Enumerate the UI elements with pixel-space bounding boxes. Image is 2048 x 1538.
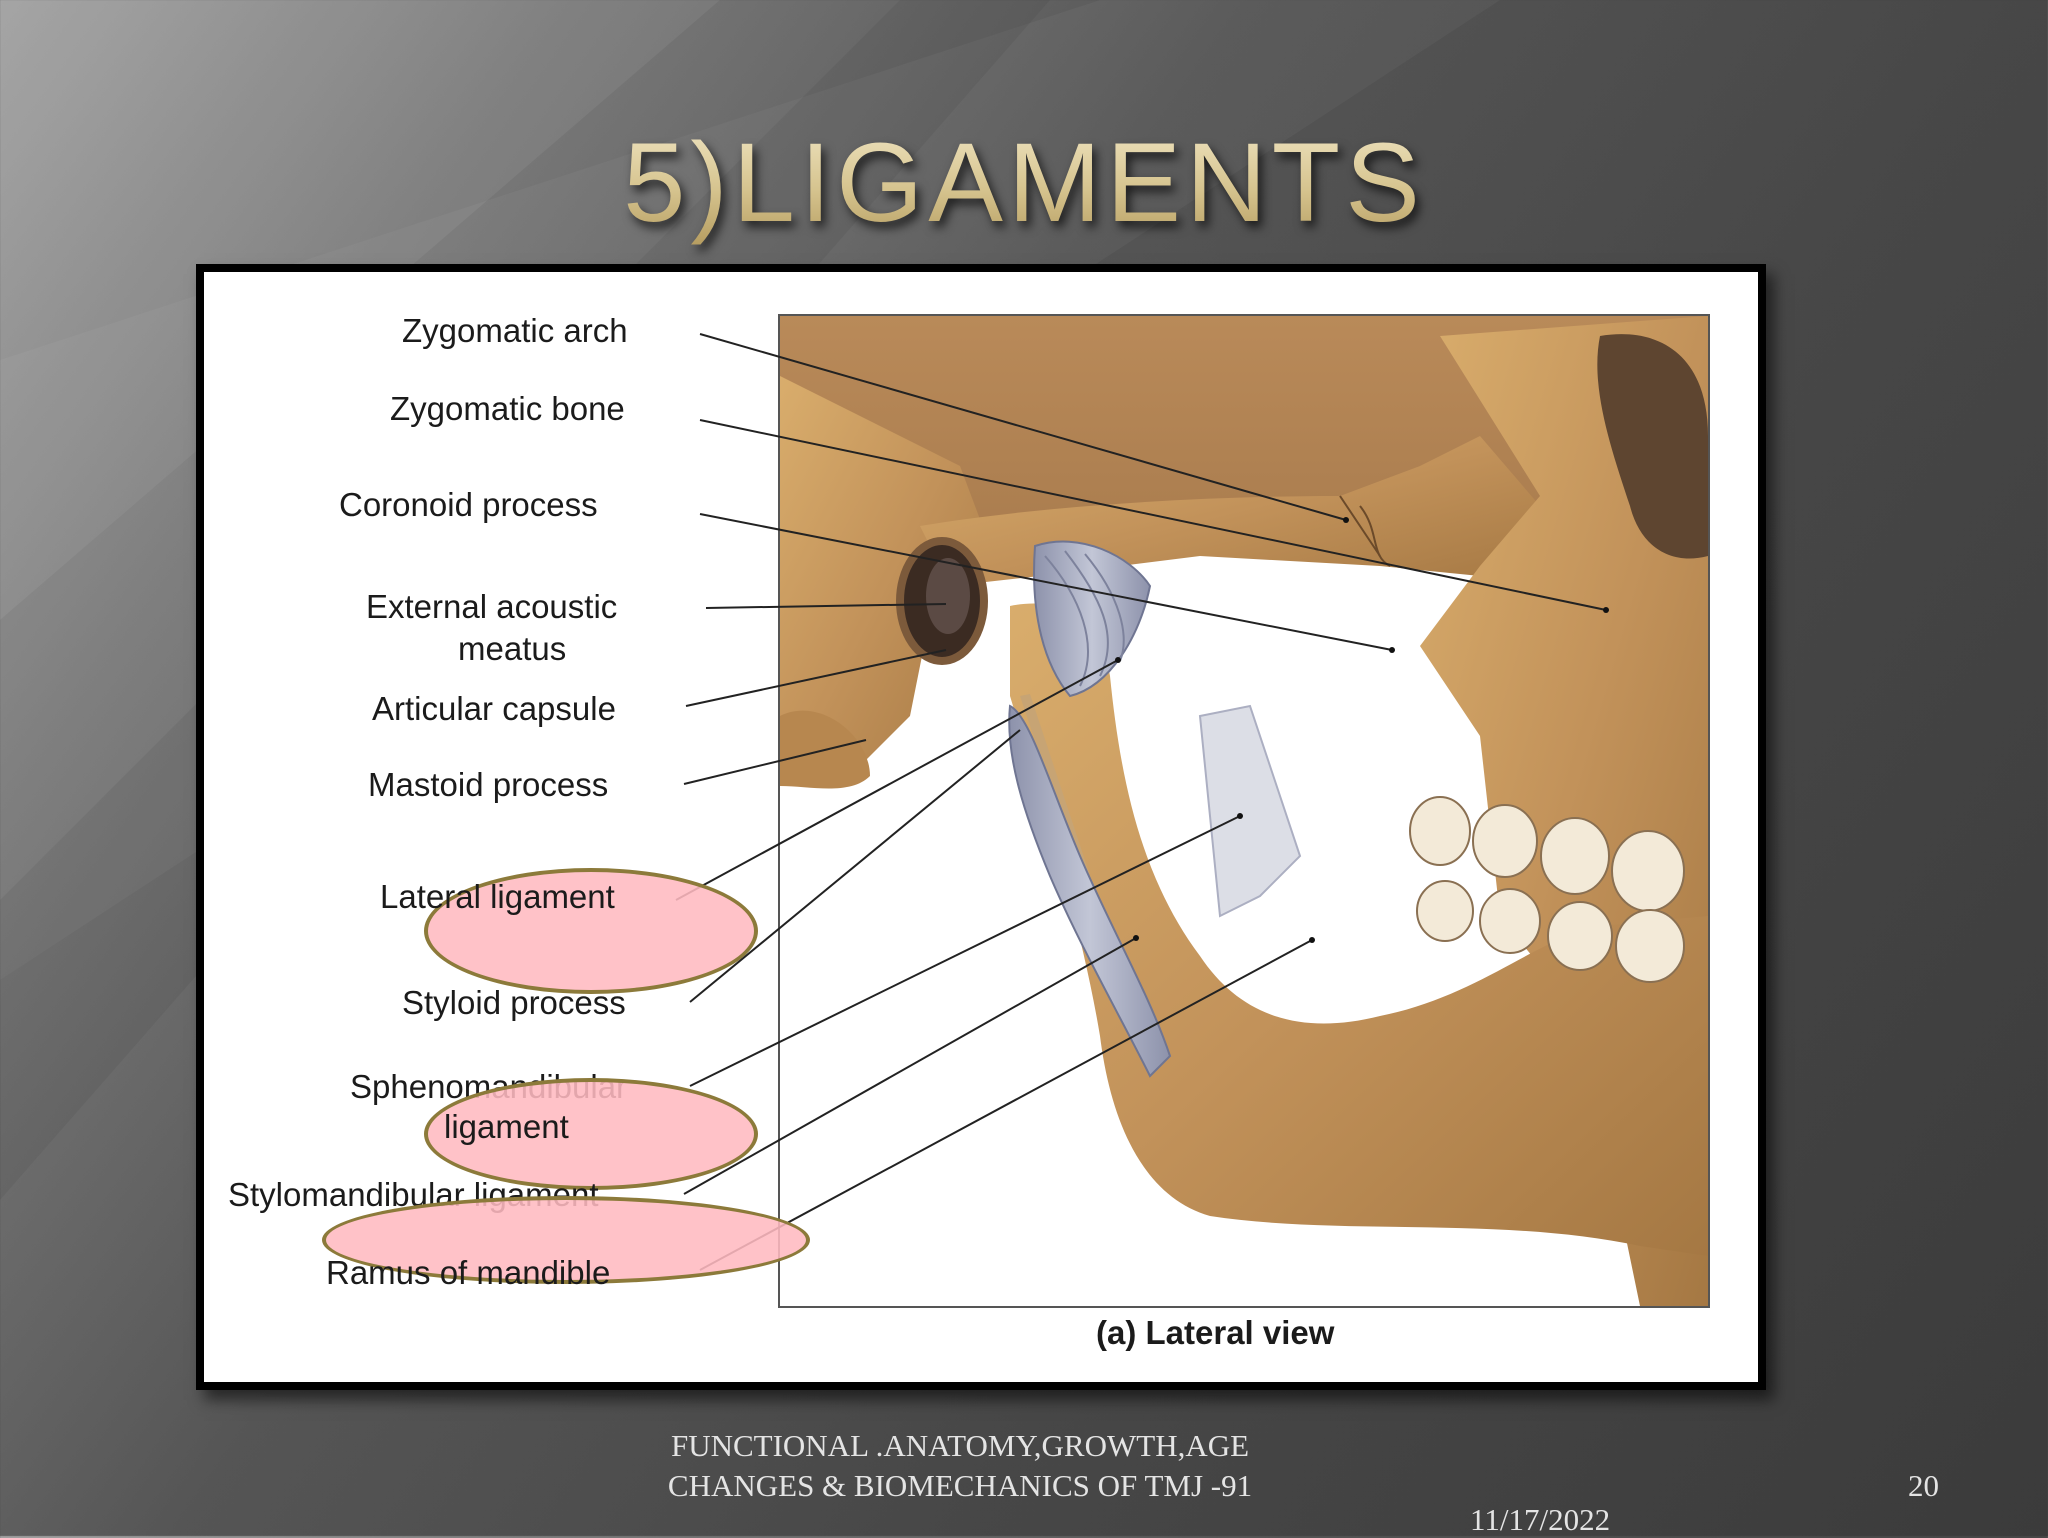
- footer-title: FUNCTIONAL .ANATOMY,GROWTH,AGE CHANGES &…: [610, 1426, 1310, 1506]
- skull-drawing: [780, 316, 1708, 1306]
- page-number: 20: [1908, 1468, 1939, 1503]
- footer-date: 11/17/2022: [1470, 1502, 1611, 1537]
- label-ramus-of-mandible: Ramus of mandible: [326, 1254, 611, 1291]
- highlight-lateral-ligament: [424, 868, 758, 994]
- label-zygomatic-arch: Zygomatic arch: [402, 312, 628, 349]
- footer-line-2: CHANGES & BIOMECHANICS OF TMJ -91: [667, 1468, 1253, 1503]
- footer-line-1: FUNCTIONAL .ANATOMY,GROWTH,AGE: [670, 1428, 1250, 1463]
- label-zygomatic-bone: Zygomatic bone: [390, 390, 625, 427]
- label-sphenomandibular-ligament: ligament: [444, 1108, 569, 1145]
- label-coronoid-process: Coronoid process: [339, 486, 598, 523]
- label-styloid-process: Styloid process: [402, 984, 626, 1021]
- highlight-stylomandibular: [322, 1196, 810, 1284]
- label-articular-capsule: Articular capsule: [372, 690, 616, 727]
- label-lateral-ligament: Lateral ligament: [380, 878, 615, 915]
- highlight-sphenomandibular: [424, 1078, 758, 1190]
- label-mastoid-process: Mastoid process: [368, 766, 609, 803]
- label-meatus: meatus: [458, 630, 567, 667]
- tmj-lateral-view-illustration: [778, 314, 1710, 1308]
- figure-caption: (a) Lateral view: [1096, 1314, 1335, 1351]
- slide-title: 5)LIGAMENTS: [0, 118, 2048, 247]
- label-external-acoustic: External acoustic: [366, 588, 618, 625]
